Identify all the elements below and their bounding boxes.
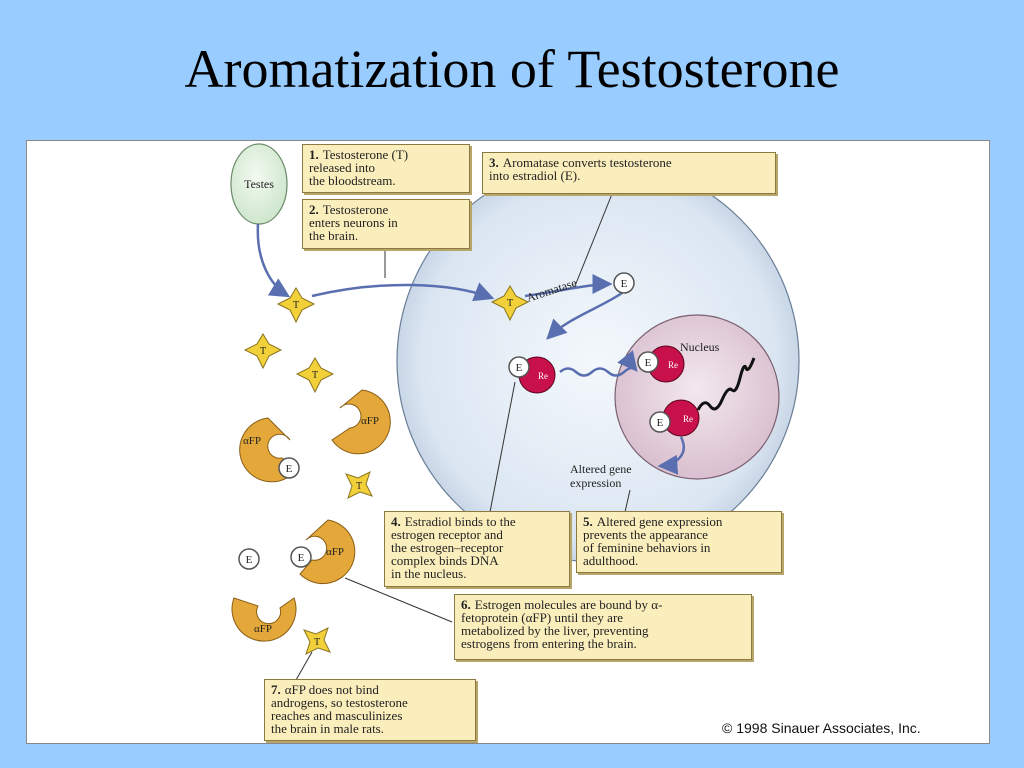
estradiol-molecule: E bbox=[238, 548, 260, 570]
receptor-complex: E Re bbox=[637, 345, 685, 383]
leader-line bbox=[344, 577, 453, 623]
svg-text:T: T bbox=[314, 637, 320, 648]
svg-text:Re: Re bbox=[683, 414, 693, 424]
svg-text:T: T bbox=[356, 481, 362, 492]
svg-text:T: T bbox=[312, 370, 318, 381]
svg-text:Re: Re bbox=[538, 371, 548, 381]
testosterone-molecule: T bbox=[490, 285, 530, 322]
leader-line bbox=[489, 381, 516, 513]
step-2-callout: 2.Testosterone enters neurons in the bra… bbox=[302, 199, 470, 249]
svg-text:E: E bbox=[657, 417, 664, 429]
svg-text:T: T bbox=[293, 300, 299, 311]
svg-text:E: E bbox=[516, 362, 523, 374]
estradiol-molecule: E bbox=[290, 546, 312, 568]
arrow-aromatase bbox=[524, 274, 613, 298]
copyright-notice: © 1998 Sinauer Associates, Inc. bbox=[722, 720, 921, 736]
svg-text:αFP: αFP bbox=[361, 415, 379, 427]
step-3-callout: 3.Aromatase converts testosterone into e… bbox=[482, 152, 776, 194]
svg-text:T: T bbox=[260, 346, 266, 357]
step-6-callout: 6.Estrogen molecules are bound by α- fet… bbox=[454, 594, 752, 660]
altered-gene-label: Altered gene bbox=[570, 462, 632, 476]
page-title: Aromatization of Testosterone bbox=[184, 39, 840, 99]
testes-label: Testes bbox=[244, 177, 274, 191]
dna-strand bbox=[696, 357, 756, 411]
svg-text:αFP: αFP bbox=[326, 546, 344, 558]
testosterone-molecule: T bbox=[345, 471, 373, 499]
arrow-wavy-to-nucleus bbox=[559, 350, 638, 377]
testosterone-molecule: T bbox=[276, 287, 316, 324]
svg-text:αFP: αFP bbox=[243, 435, 261, 447]
step-4-callout: 4.Estradiol binds to the estrogen recept… bbox=[384, 511, 570, 587]
svg-text:Re: Re bbox=[668, 360, 678, 370]
svg-text:E: E bbox=[298, 552, 305, 564]
svg-text:E: E bbox=[645, 357, 652, 369]
testosterone-molecule: T bbox=[243, 333, 283, 370]
arrow-testes-to-blood bbox=[256, 223, 291, 298]
receptor-complex: E Re bbox=[649, 399, 700, 437]
afp-molecule: αFP bbox=[331, 389, 391, 455]
step-5-callout: 5.Altered gene expression prevents the a… bbox=[576, 511, 782, 573]
afp-molecule: αFP bbox=[299, 519, 356, 585]
arrow-into-neuron bbox=[311, 282, 495, 302]
step-1-callout: 1.Testosterone (T) released into the blo… bbox=[302, 144, 470, 193]
svg-text:E: E bbox=[286, 463, 293, 475]
testes bbox=[230, 143, 288, 225]
svg-text:E: E bbox=[246, 554, 253, 566]
testosterone-molecule: T bbox=[295, 357, 335, 394]
svg-text:αFP: αFP bbox=[254, 623, 272, 635]
estradiol-molecule: E bbox=[278, 457, 300, 479]
estradiol-molecule: E bbox=[613, 272, 635, 294]
testosterone-molecule: T bbox=[303, 627, 331, 655]
expression-label: expression bbox=[570, 476, 621, 490]
leader-line bbox=[295, 651, 313, 681]
svg-text:T: T bbox=[507, 298, 513, 309]
svg-text:E: E bbox=[621, 278, 628, 290]
afp-molecule: αFP bbox=[231, 597, 297, 642]
leader-line bbox=[624, 489, 631, 513]
leader-line bbox=[574, 193, 613, 287]
arrow-gene-expression bbox=[657, 436, 685, 475]
step-7-callout: 7.αFP does not bind androgens, so testos… bbox=[264, 679, 476, 741]
arrow-e-to-receptor bbox=[546, 291, 623, 340]
nucleus-label: Nucleus bbox=[680, 340, 720, 354]
receptor-complex: E Re bbox=[508, 356, 556, 394]
